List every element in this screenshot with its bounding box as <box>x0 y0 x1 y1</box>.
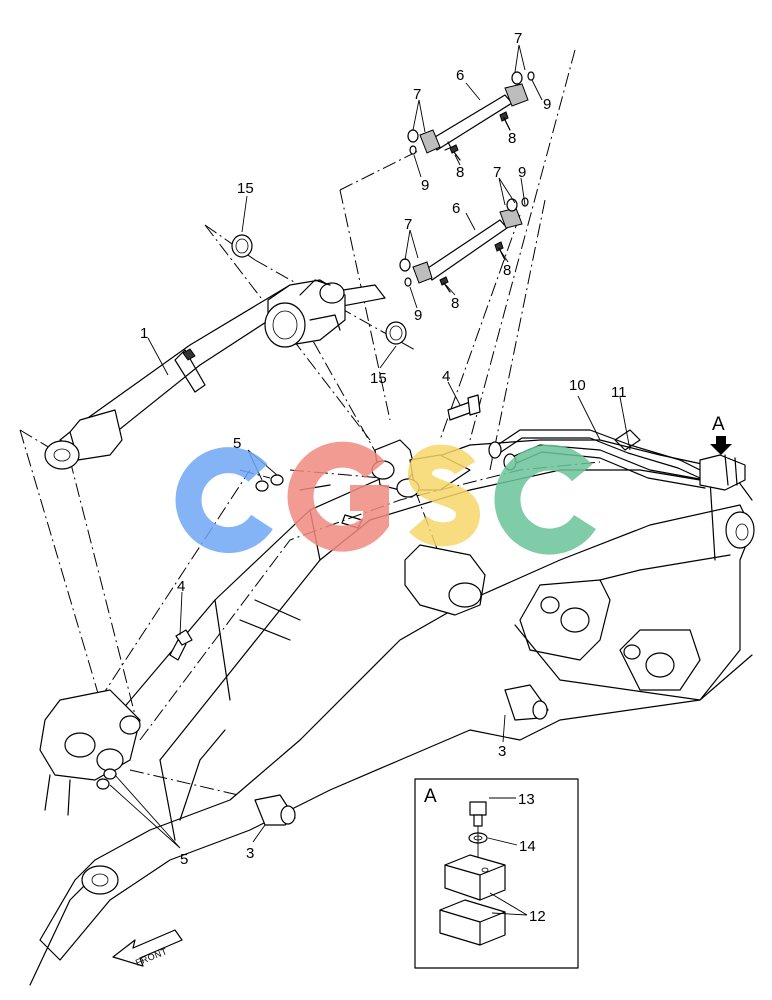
callout-12: 12 <box>529 908 546 925</box>
view-marker: A <box>710 414 732 455</box>
callout-10: 10 <box>569 377 586 394</box>
callout-13: 13 <box>518 791 535 808</box>
view-arrow-icon <box>710 436 732 455</box>
callout-9-a: 9 <box>543 96 551 113</box>
watermark-s-yellow <box>407 444 481 547</box>
watermark-g-red <box>287 441 389 552</box>
watermark-c-green <box>494 444 596 555</box>
boom-cylinder <box>44 279 386 470</box>
front-direction-arrow: FRONT <box>112 929 183 968</box>
callout-6-upper: 6 <box>456 67 464 84</box>
leader-lines <box>109 44 631 849</box>
callout-15-upper: 15 <box>237 180 254 197</box>
o-ring-upper <box>231 234 253 258</box>
callout-14: 14 <box>519 838 536 855</box>
pin-lower <box>254 794 296 826</box>
callout-15-lower: 15 <box>370 370 387 387</box>
callout-8-c: 8 <box>503 262 511 279</box>
boom-assembly <box>29 439 755 986</box>
view-marker-label: A <box>712 414 725 435</box>
callout-labels: 1 3 3 4 4 5 5 6 6 7 7 7 7 8 8 8 8 9 9 9 … <box>140 30 627 925</box>
callout-3-upper: 3 <box>498 743 506 760</box>
callout-7-mid-right: 7 <box>493 164 501 181</box>
detail-frame <box>414 778 579 969</box>
callout-4-lower: 4 <box>177 578 185 595</box>
callout-6-lower: 6 <box>452 200 460 217</box>
callout-8-b: 8 <box>456 164 464 181</box>
detail-view-a: A <box>414 778 579 969</box>
callout-8-a: 8 <box>508 130 516 147</box>
watermark-c-blue <box>175 447 273 554</box>
callout-4-upper: 4 <box>442 368 450 385</box>
pin-upper <box>504 684 549 721</box>
callout-11: 11 <box>611 384 627 401</box>
callout-7-top-left: 7 <box>413 86 421 103</box>
hose-lower <box>399 197 529 293</box>
callout-7-mid-left: 7 <box>404 216 412 233</box>
callout-8-d: 8 <box>451 295 459 312</box>
nuts-lower <box>96 768 117 790</box>
callout-1: 1 <box>140 325 148 342</box>
hose-upper <box>407 71 535 161</box>
watermark-logo <box>175 441 596 555</box>
bolt-upper <box>447 394 481 421</box>
callout-9-b: 9 <box>421 177 429 194</box>
front-arrow-icon <box>112 929 183 967</box>
callout-7-top-right: 7 <box>514 30 522 47</box>
callout-3-lower: 3 <box>246 845 254 862</box>
nuts-upper <box>255 474 284 492</box>
detail-title: A <box>424 786 437 807</box>
o-ring-lower <box>385 321 407 345</box>
callout-5-lower: 5 <box>180 851 188 868</box>
callout-9-c: 9 <box>518 164 526 181</box>
callout-9-d: 9 <box>414 307 422 324</box>
callout-5-upper: 5 <box>233 435 241 452</box>
bolt-lower <box>169 629 193 661</box>
